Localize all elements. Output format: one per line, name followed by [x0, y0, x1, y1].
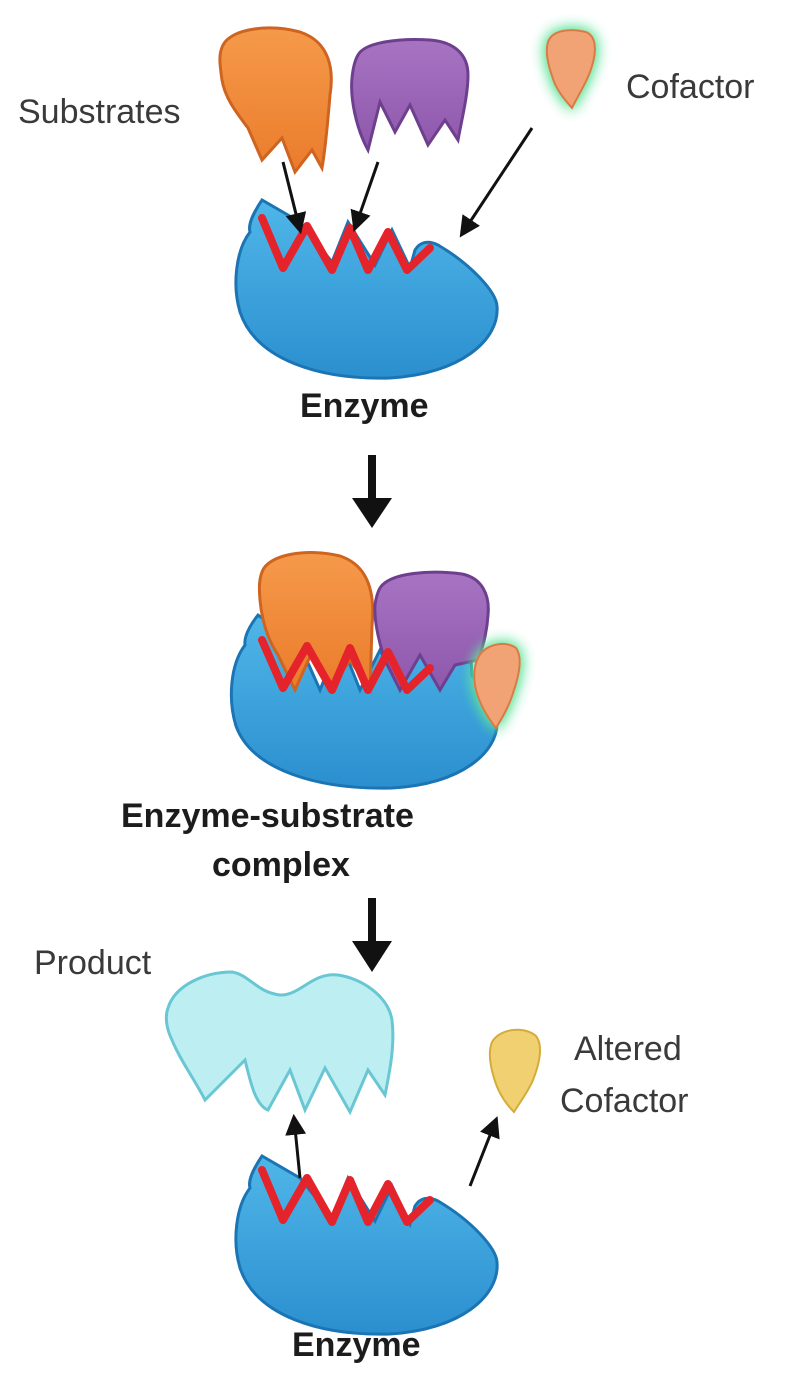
label-cofactor: Cofactor: [626, 68, 755, 106]
substrate-purple-top: [350, 38, 470, 155]
altered-cofactor: [488, 1028, 541, 1114]
enzyme-top-body: [234, 197, 499, 380]
active-site-bottom: [258, 1166, 434, 1226]
arrow-to-altered-cofactor: [468, 1116, 500, 1187]
active-site-top: [258, 214, 434, 274]
label-substrates: Substrates: [18, 93, 181, 131]
label-altered-line1: Altered: [574, 1030, 682, 1068]
arrow-purple-to-enzyme: [350, 161, 380, 232]
label-enzyme-top: Enzyme: [300, 387, 429, 425]
down-arrow-1: [352, 455, 392, 528]
product-shape: [164, 970, 395, 1116]
label-complex-line1: Enzyme-substrate: [121, 797, 414, 835]
substrate-orange-top: [218, 26, 333, 176]
arrow-cofactor-to-enzyme: [459, 127, 534, 238]
label-altered-line2: Cofactor: [560, 1082, 689, 1120]
cofactor-top: [545, 29, 596, 110]
label-enzyme-bottom: Enzyme: [292, 1326, 421, 1364]
enzyme-bottom-body: [234, 1153, 499, 1336]
substrate-purple-complex: [373, 570, 490, 694]
arrow-orange-to-enzyme: [281, 161, 307, 235]
cofactor-complex: [473, 642, 521, 730]
active-site-complex: [258, 636, 434, 694]
label-product: Product: [34, 944, 152, 982]
down-arrow-2: [352, 898, 392, 972]
arrow-to-product: [285, 1113, 307, 1179]
label-complex-line2: complex: [212, 846, 350, 884]
